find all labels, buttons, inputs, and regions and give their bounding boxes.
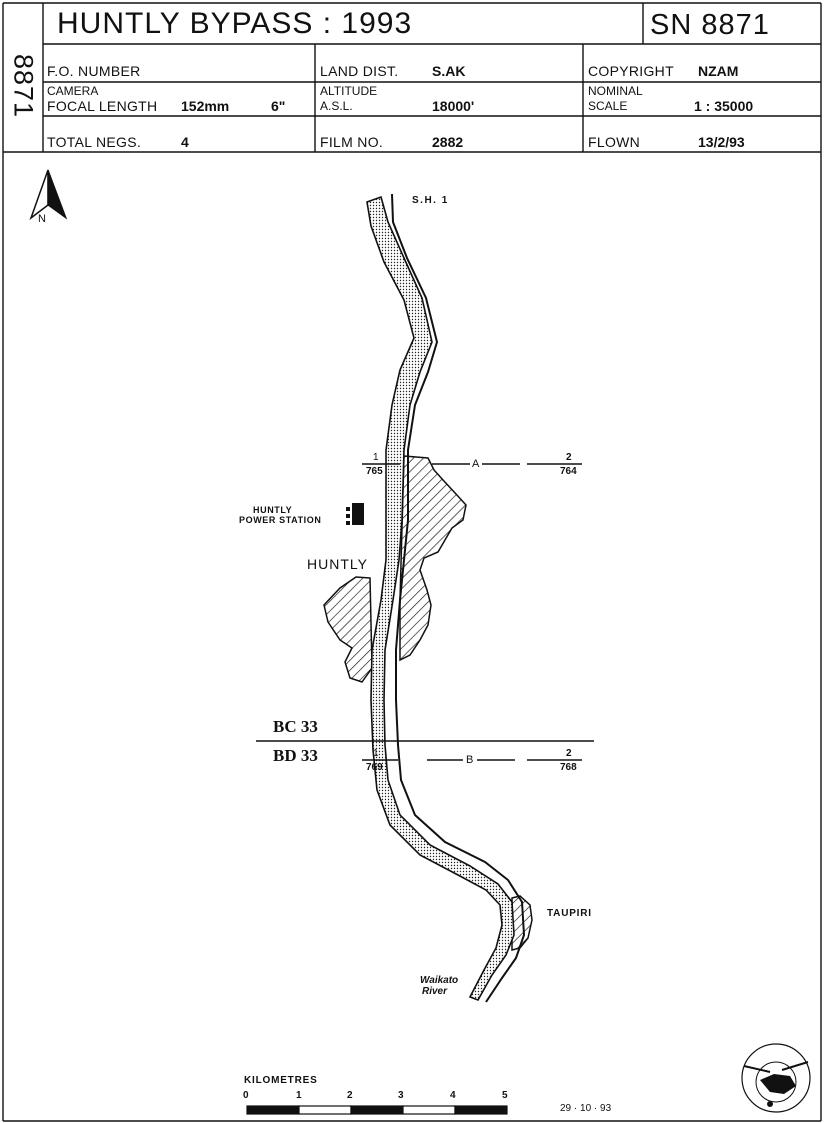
land-dist-label: LAND DIST. bbox=[320, 63, 399, 79]
date-stamp: 29 · 10 · 93 bbox=[560, 1103, 612, 1114]
film-no-value: 2882 bbox=[432, 134, 464, 150]
land-dist-value: S.AK bbox=[432, 63, 466, 79]
run-b-end-neg: 768 bbox=[560, 762, 577, 773]
taupiri-town-area bbox=[511, 895, 533, 951]
run-b-start-neg: 769 bbox=[366, 762, 383, 773]
run-a-letter: A bbox=[472, 458, 480, 470]
power-station-icon bbox=[346, 503, 364, 525]
town-label-taupiri: TAUPIRI bbox=[547, 908, 592, 919]
north-label: N bbox=[38, 213, 46, 225]
run-a-start-neg: 765 bbox=[366, 466, 383, 477]
run-b-letter: B bbox=[466, 754, 474, 766]
camera-label: CAMERA bbox=[47, 84, 99, 98]
scale-tick-2: 2 bbox=[347, 1090, 353, 1101]
state-highway-1 bbox=[391, 193, 526, 1003]
scale-value: 1 : 35000 bbox=[694, 98, 754, 114]
scale-bar bbox=[246, 1105, 508, 1115]
copyright-label: COPYRIGHT bbox=[588, 63, 674, 79]
focal-length-label: FOCAL LENGTH bbox=[47, 98, 158, 114]
sheet-label-bd33: BD 33 bbox=[273, 746, 318, 765]
fo-number-label: F.O. NUMBER bbox=[47, 63, 141, 79]
altitude-label: ALTITUDE bbox=[320, 84, 378, 98]
flown-value: 13/2/93 bbox=[698, 134, 745, 150]
huntly-west-town-area bbox=[323, 576, 373, 683]
run-a-start-frame: 1 bbox=[373, 452, 379, 463]
river-label-line1: Waikato bbox=[420, 975, 459, 986]
scale-tick-3: 3 bbox=[398, 1090, 404, 1101]
huntly-east-town-area bbox=[399, 455, 467, 662]
scale-tick-0: 0 bbox=[243, 1090, 249, 1101]
scale-tick-1: 1 bbox=[296, 1090, 302, 1101]
altitude-value: 18000' bbox=[432, 98, 475, 114]
asl-label: A.S.L. bbox=[320, 99, 353, 113]
film-no-label: FILM NO. bbox=[320, 134, 384, 150]
nominal-label: NOMINAL bbox=[588, 84, 643, 98]
nz-aerial-mapping-logo bbox=[741, 1043, 811, 1113]
sheet-code: SN 8871 bbox=[650, 9, 770, 41]
waikato-river bbox=[366, 195, 515, 1001]
power-station-label-line1: HUNTLY bbox=[253, 505, 293, 515]
focal-length-mm: 152mm bbox=[181, 98, 230, 114]
road-label: S.H. 1 bbox=[412, 195, 449, 206]
scale-label: SCALE bbox=[588, 99, 628, 113]
scale-bar-title: KILOMETRES bbox=[244, 1075, 318, 1086]
run-a-end-neg: 764 bbox=[560, 466, 577, 477]
town-label-huntly: HUNTLY bbox=[307, 556, 368, 572]
run-a-end-frame: 2 bbox=[566, 452, 572, 463]
focal-length-in: 6" bbox=[271, 98, 286, 114]
diagram-title: HUNTLY BYPASS : 1993 bbox=[57, 7, 413, 40]
flown-label: FLOWN bbox=[588, 134, 641, 150]
copyright-value: NZAM bbox=[698, 63, 739, 79]
total-negs-label: TOTAL NEGS. bbox=[47, 134, 142, 150]
power-station-label-line2: POWER STATION bbox=[239, 515, 322, 525]
sheet-label-bc33: BC 33 bbox=[273, 717, 318, 736]
river-label-line2: River bbox=[422, 986, 448, 997]
scale-tick-4: 4 bbox=[450, 1090, 456, 1101]
run-b-start-frame: 1 bbox=[373, 748, 379, 759]
scale-tick-5: 5 bbox=[502, 1090, 508, 1101]
run-b-end-frame: 2 bbox=[566, 748, 572, 759]
total-negs-value: 4 bbox=[181, 134, 189, 150]
north-arrow-icon bbox=[29, 169, 68, 221]
